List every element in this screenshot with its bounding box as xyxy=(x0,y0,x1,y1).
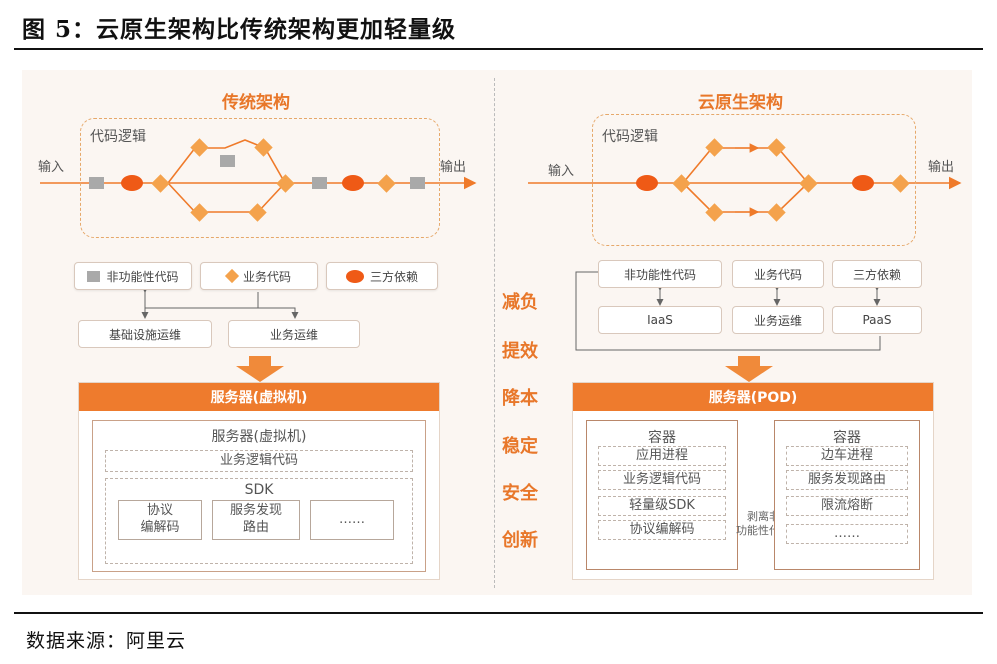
left-sdk-frame xyxy=(105,478,413,564)
figure-title: 图 5：云原生架构比传统架构更加轻量级 xyxy=(22,16,457,43)
center-divider xyxy=(494,78,495,588)
protocol-codec-box: 协议编解码 xyxy=(598,520,726,540)
benefit-cost: 降本 xyxy=(502,388,538,409)
app-container-title: 容器 xyxy=(648,430,676,446)
source-note: 数据来源：阿里云 xyxy=(26,630,187,652)
infra-ops-box: 基础设施运维 xyxy=(78,320,212,348)
right-code-logic-area xyxy=(592,114,916,246)
benefit-security: 安全 xyxy=(502,483,538,504)
light-sdk-box: 轻量级SDK xyxy=(598,496,726,516)
sidecar-container: 容器 xyxy=(774,420,920,570)
benefit-reduce-burden: 减负 xyxy=(502,292,538,313)
left-vm-title: 服务器(虚拟机) xyxy=(211,429,307,445)
benefit-stability: 稳定 xyxy=(502,436,538,457)
right-biz-ops-box: 业务运维 xyxy=(732,306,824,334)
down-arrow-stem xyxy=(738,356,760,366)
benefit-efficiency: 提效 xyxy=(502,341,538,362)
legend-business: 业务代码 xyxy=(200,262,318,290)
dependency-ellipse xyxy=(852,175,874,191)
app-biz-logic-box: 业务逻辑代码 xyxy=(598,470,726,490)
left-code-logic-label: 代码逻辑 xyxy=(90,129,146,145)
traditional-title: 传统架构 xyxy=(222,93,290,113)
left-server-block: 服务器(虚拟机) xyxy=(78,382,440,580)
iaas-box: IaaS xyxy=(598,306,722,334)
cloud-native-title: 云原生架构 xyxy=(698,93,783,113)
legend-nonfunctional: 非功能性代码 xyxy=(74,262,192,290)
down-arrow-icon xyxy=(725,366,773,382)
right-legend-dependency: 三方依赖 xyxy=(832,260,922,288)
right-server-header: 服务器(POD) xyxy=(573,383,933,411)
left-biz-logic-box: 业务逻辑代码 xyxy=(105,450,413,472)
sidecar-more-box: …… xyxy=(786,524,908,544)
nonfunctional-square xyxy=(410,177,425,189)
right-code-logic-label: 代码逻辑 xyxy=(602,129,658,145)
left-sdk-title: SDK xyxy=(244,482,274,498)
service-discovery-box: 服务发现路由 xyxy=(786,470,908,490)
dependency-ellipse xyxy=(636,175,658,191)
app-process-box: 应用进程 xyxy=(598,446,726,466)
sidecar-container-title: 容器 xyxy=(833,430,861,446)
biz-ops-box: 业务运维 xyxy=(228,320,360,348)
diamond-icon xyxy=(224,268,240,284)
sdk-service-discovery-box: 服务发现 路由 xyxy=(212,500,300,540)
left-vm-frame xyxy=(92,420,426,572)
nonfunctional-square xyxy=(312,177,327,189)
down-arrow-icon xyxy=(236,366,284,382)
left-output-label: 输出 xyxy=(440,160,467,175)
nonfunctional-square xyxy=(220,155,235,167)
nonfunctional-square xyxy=(89,177,104,189)
ellipse-icon xyxy=(345,269,364,283)
right-legend-nonfunctional: 非功能性代码 xyxy=(598,260,722,288)
down-arrow-stem xyxy=(249,356,271,366)
rate-limit-box: 限流熔断 xyxy=(786,496,908,516)
left-server-header: 服务器(虚拟机) xyxy=(79,383,439,411)
legend-dependency: 三方依赖 xyxy=(326,262,438,290)
dependency-ellipse xyxy=(342,175,364,191)
benefit-innovation: 创新 xyxy=(502,530,538,551)
bottom-rule xyxy=(14,612,983,614)
top-rule xyxy=(14,48,983,50)
right-output-label: 输出 xyxy=(928,160,955,175)
sdk-protocol-codec-box: 协议 编解码 xyxy=(118,500,202,540)
left-code-logic-area xyxy=(80,118,440,238)
sdk-more-box: …… xyxy=(310,500,394,540)
right-input-label: 输入 xyxy=(548,164,575,179)
right-legend-business: 业务代码 xyxy=(732,260,824,288)
paas-box: PaaS xyxy=(832,306,922,334)
left-input-label: 输入 xyxy=(38,160,65,175)
sidecar-process-box: 边车进程 xyxy=(786,446,908,466)
square-icon xyxy=(87,270,101,282)
dependency-ellipse xyxy=(121,175,143,191)
app-container: 容器 xyxy=(586,420,738,570)
